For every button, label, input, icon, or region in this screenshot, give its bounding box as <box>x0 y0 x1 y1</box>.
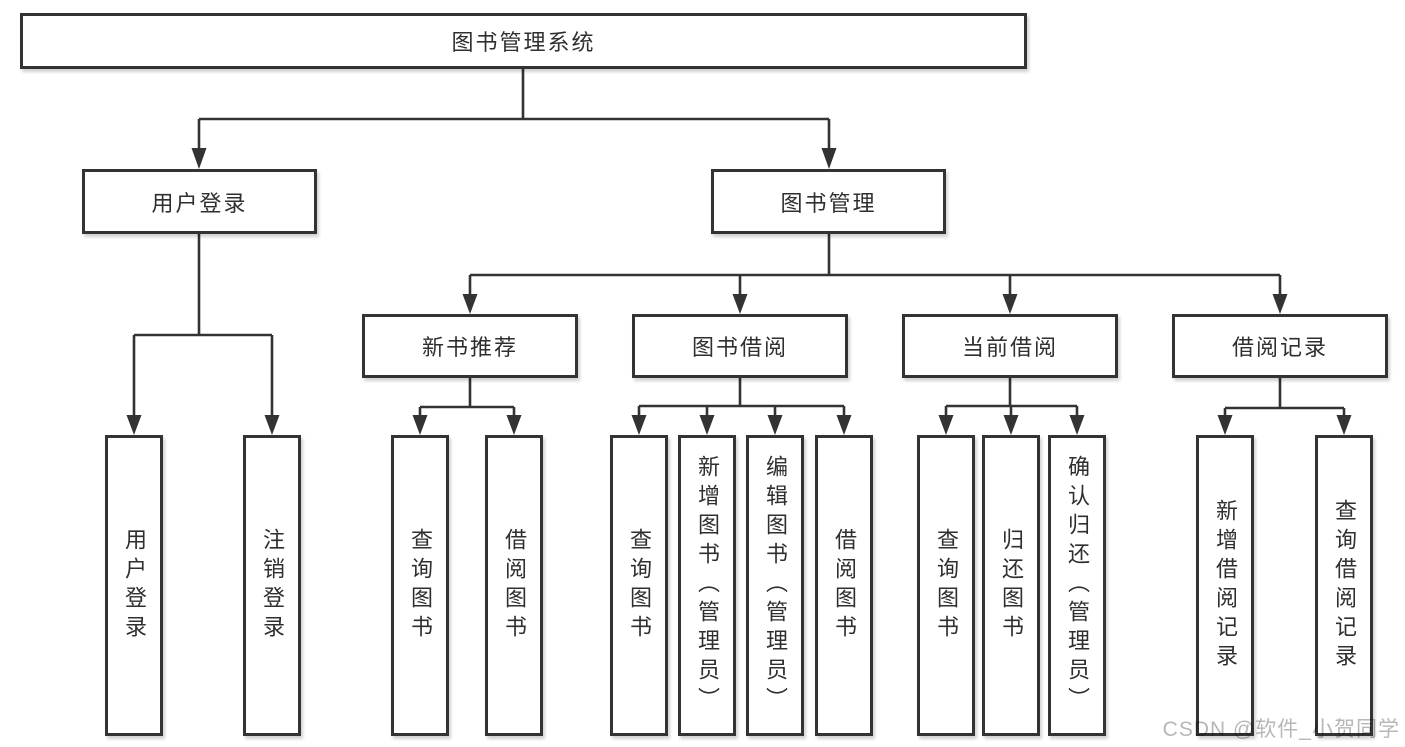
arrow-down-icon <box>1272 294 1288 314</box>
leaf-add-borrow-record: 新增借阅记录 <box>1196 435 1254 736</box>
leaf-add-book-admin: 新增图书（管理员） <box>678 435 736 736</box>
arrow-down-icon <box>631 415 647 435</box>
arrow-down-icon <box>191 148 207 169</box>
csdn-watermark: CSDN @软件_小贺同学 <box>1162 718 1400 741</box>
leaf-label: 用户登录 <box>122 527 147 644</box>
arrow-down-icon <box>732 294 748 314</box>
leaf-label: 编辑图书（管理员） <box>763 455 788 716</box>
arrow-down-icon <box>506 415 522 435</box>
node-user-login: 用户登录 <box>82 169 317 234</box>
arrow-down-icon <box>767 415 783 435</box>
arrow-down-icon <box>1003 415 1019 435</box>
arrow-down-icon <box>462 294 478 314</box>
leaf-label: 新增借阅记录 <box>1213 498 1238 673</box>
node-book-borrowing: 图书借阅 <box>632 314 848 378</box>
arrow-down-icon <box>821 148 837 169</box>
connector-records-leaves <box>1223 378 1346 417</box>
leaf-borrow-books-recommend: 借阅图书 <box>485 435 543 736</box>
leaf-label: 借阅图书 <box>832 527 857 644</box>
leaf-borrow-books-borrowing: 借阅图书 <box>815 435 873 736</box>
node-label: 新书推荐 <box>421 335 518 360</box>
arrow-down-icon <box>836 415 852 435</box>
arrow-down-icon <box>699 415 715 435</box>
arrow-down-icon <box>412 415 428 435</box>
arrow-down-icon <box>1002 294 1018 314</box>
leaf-query-borrow-record: 查询借阅记录 <box>1315 435 1373 736</box>
node-label: 图书管理系统 <box>451 30 596 55</box>
leaf-query-books-borrowing: 查询图书 <box>610 435 668 736</box>
leaf-query-books-recommend: 查询图书 <box>391 435 449 736</box>
leaf-logout: 注销登录 <box>243 435 301 736</box>
node-library-management-system: 图书管理系统 <box>20 13 1027 69</box>
leaf-edit-book-admin: 编辑图书（管理员） <box>746 435 804 736</box>
leaf-query-books-current: 查询图书 <box>917 435 975 736</box>
node-new-book-recommendation: 新书推荐 <box>362 314 578 378</box>
leaf-confirm-return-admin: 确认归还（管理员） <box>1048 435 1106 736</box>
arrow-down-icon <box>264 415 280 435</box>
leaf-label: 查询图书 <box>627 527 652 644</box>
leaf-label: 查询图书 <box>408 527 433 644</box>
leaf-label: 注销登录 <box>260 527 285 644</box>
connector-arrowheads <box>126 148 1352 435</box>
leaf-label: 归还图书 <box>999 527 1024 644</box>
leaf-user-login: 用户登录 <box>105 435 163 736</box>
node-label: 用户登录 <box>151 190 248 216</box>
node-borrowing-records: 借阅记录 <box>1172 314 1388 378</box>
arrow-down-icon <box>126 415 142 435</box>
arrow-down-icon <box>938 415 954 435</box>
arrow-down-icon <box>1217 415 1233 435</box>
node-label: 图书管理 <box>780 190 877 216</box>
connector-borrowing-leaves <box>637 378 846 417</box>
node-label: 借阅记录 <box>1231 335 1328 360</box>
leaf-label: 确认归还（管理员） <box>1065 455 1090 716</box>
connector-current-leaves <box>944 378 1079 417</box>
leaf-label: 借阅图书 <box>502 527 527 644</box>
connector-userlogin-leaves <box>132 234 274 417</box>
leaf-label: 新增图书（管理员） <box>695 455 720 716</box>
node-label: 图书借阅 <box>691 335 788 360</box>
connector-root-level2 <box>197 68 831 150</box>
leaf-label: 查询借阅记录 <box>1332 498 1357 673</box>
node-book-management: 图书管理 <box>711 169 946 234</box>
connector-bookmgmt-level3 <box>468 234 1282 296</box>
node-current-borrowing: 当前借阅 <box>902 314 1118 378</box>
arrow-down-icon <box>1336 415 1352 435</box>
connector-recommend-leaves <box>418 378 516 417</box>
leaf-label: 查询图书 <box>934 527 959 644</box>
leaf-return-books: 归还图书 <box>982 435 1040 736</box>
arrow-down-icon <box>1069 415 1085 435</box>
node-label: 当前借阅 <box>961 335 1058 360</box>
